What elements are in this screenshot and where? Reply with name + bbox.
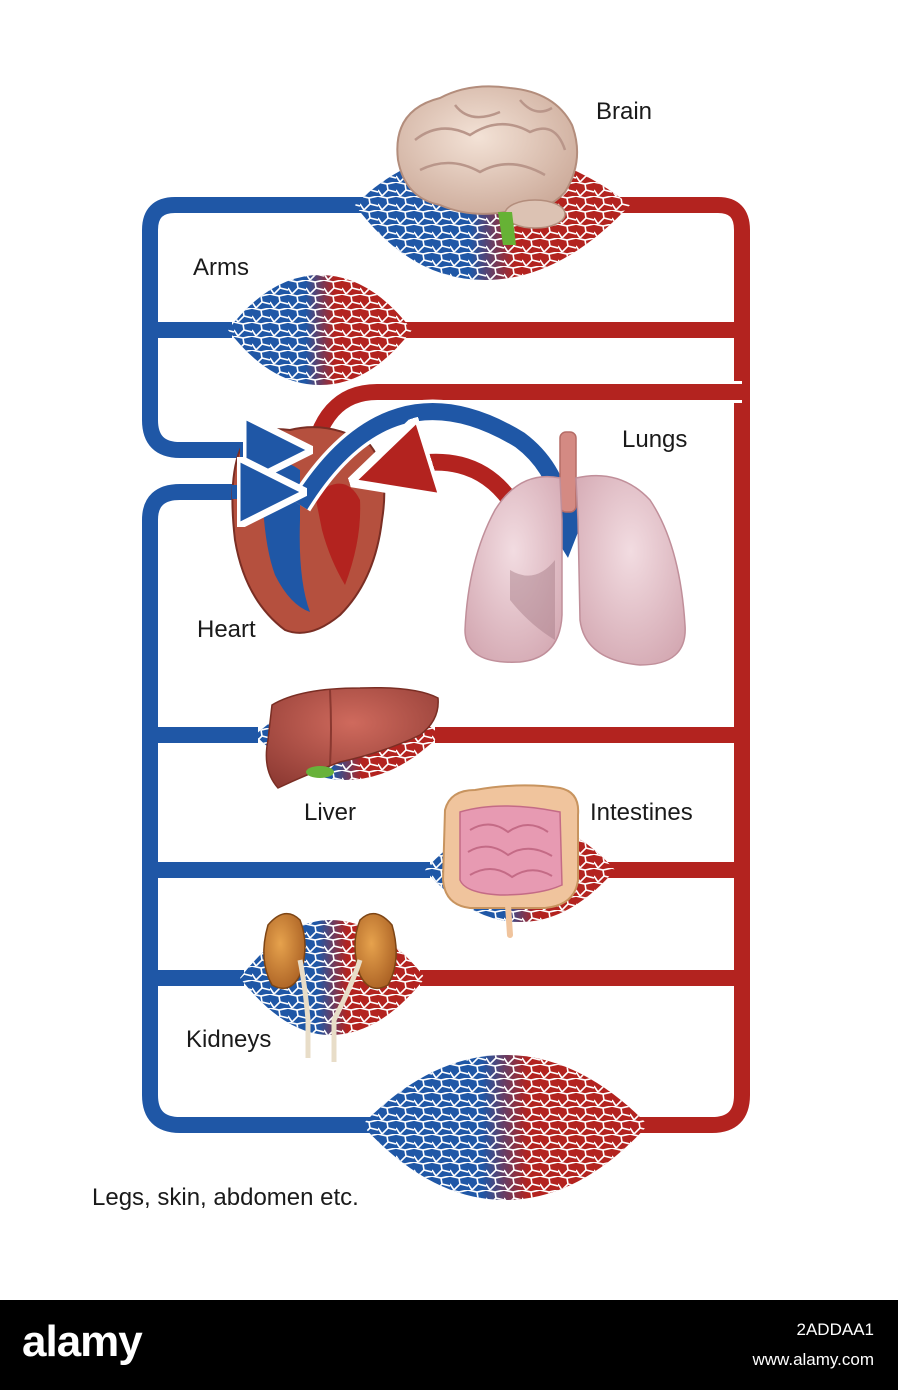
- watermark-footer: alamy 2ADDAA1 www.alamy.com: [0, 1300, 898, 1390]
- label-arms: Arms: [193, 254, 249, 281]
- heart-icon: [231, 426, 386, 634]
- label-kidneys: Kidneys: [186, 1026, 272, 1053]
- brain-icon: [396, 85, 579, 245]
- alamy-logo: alamy: [22, 1317, 143, 1366]
- label-heart: Heart: [197, 616, 256, 643]
- circulatory-system-diagram: [139, 85, 750, 1200]
- label-liver: Liver: [304, 799, 357, 826]
- lungs-icon: [464, 431, 686, 666]
- intestines-icon: [441, 784, 580, 938]
- footer-url[interactable]: www.alamy.com: [752, 1350, 874, 1369]
- venous-system: [139, 194, 430, 1136]
- label-lungs: Lungs: [622, 426, 688, 453]
- label-brain: Brain: [596, 98, 653, 125]
- label-intestines: Intestines: [590, 799, 693, 826]
- image-id: 2ADDAA1: [796, 1320, 874, 1339]
- liver-icon: [265, 686, 439, 789]
- kidneys-icon: [263, 912, 397, 1062]
- label-lower-body: Legs, skin, abdomen etc.: [92, 1184, 359, 1211]
- capillary-bed-lower-body: [362, 1055, 648, 1200]
- capillary-bed-arms: [228, 275, 412, 385]
